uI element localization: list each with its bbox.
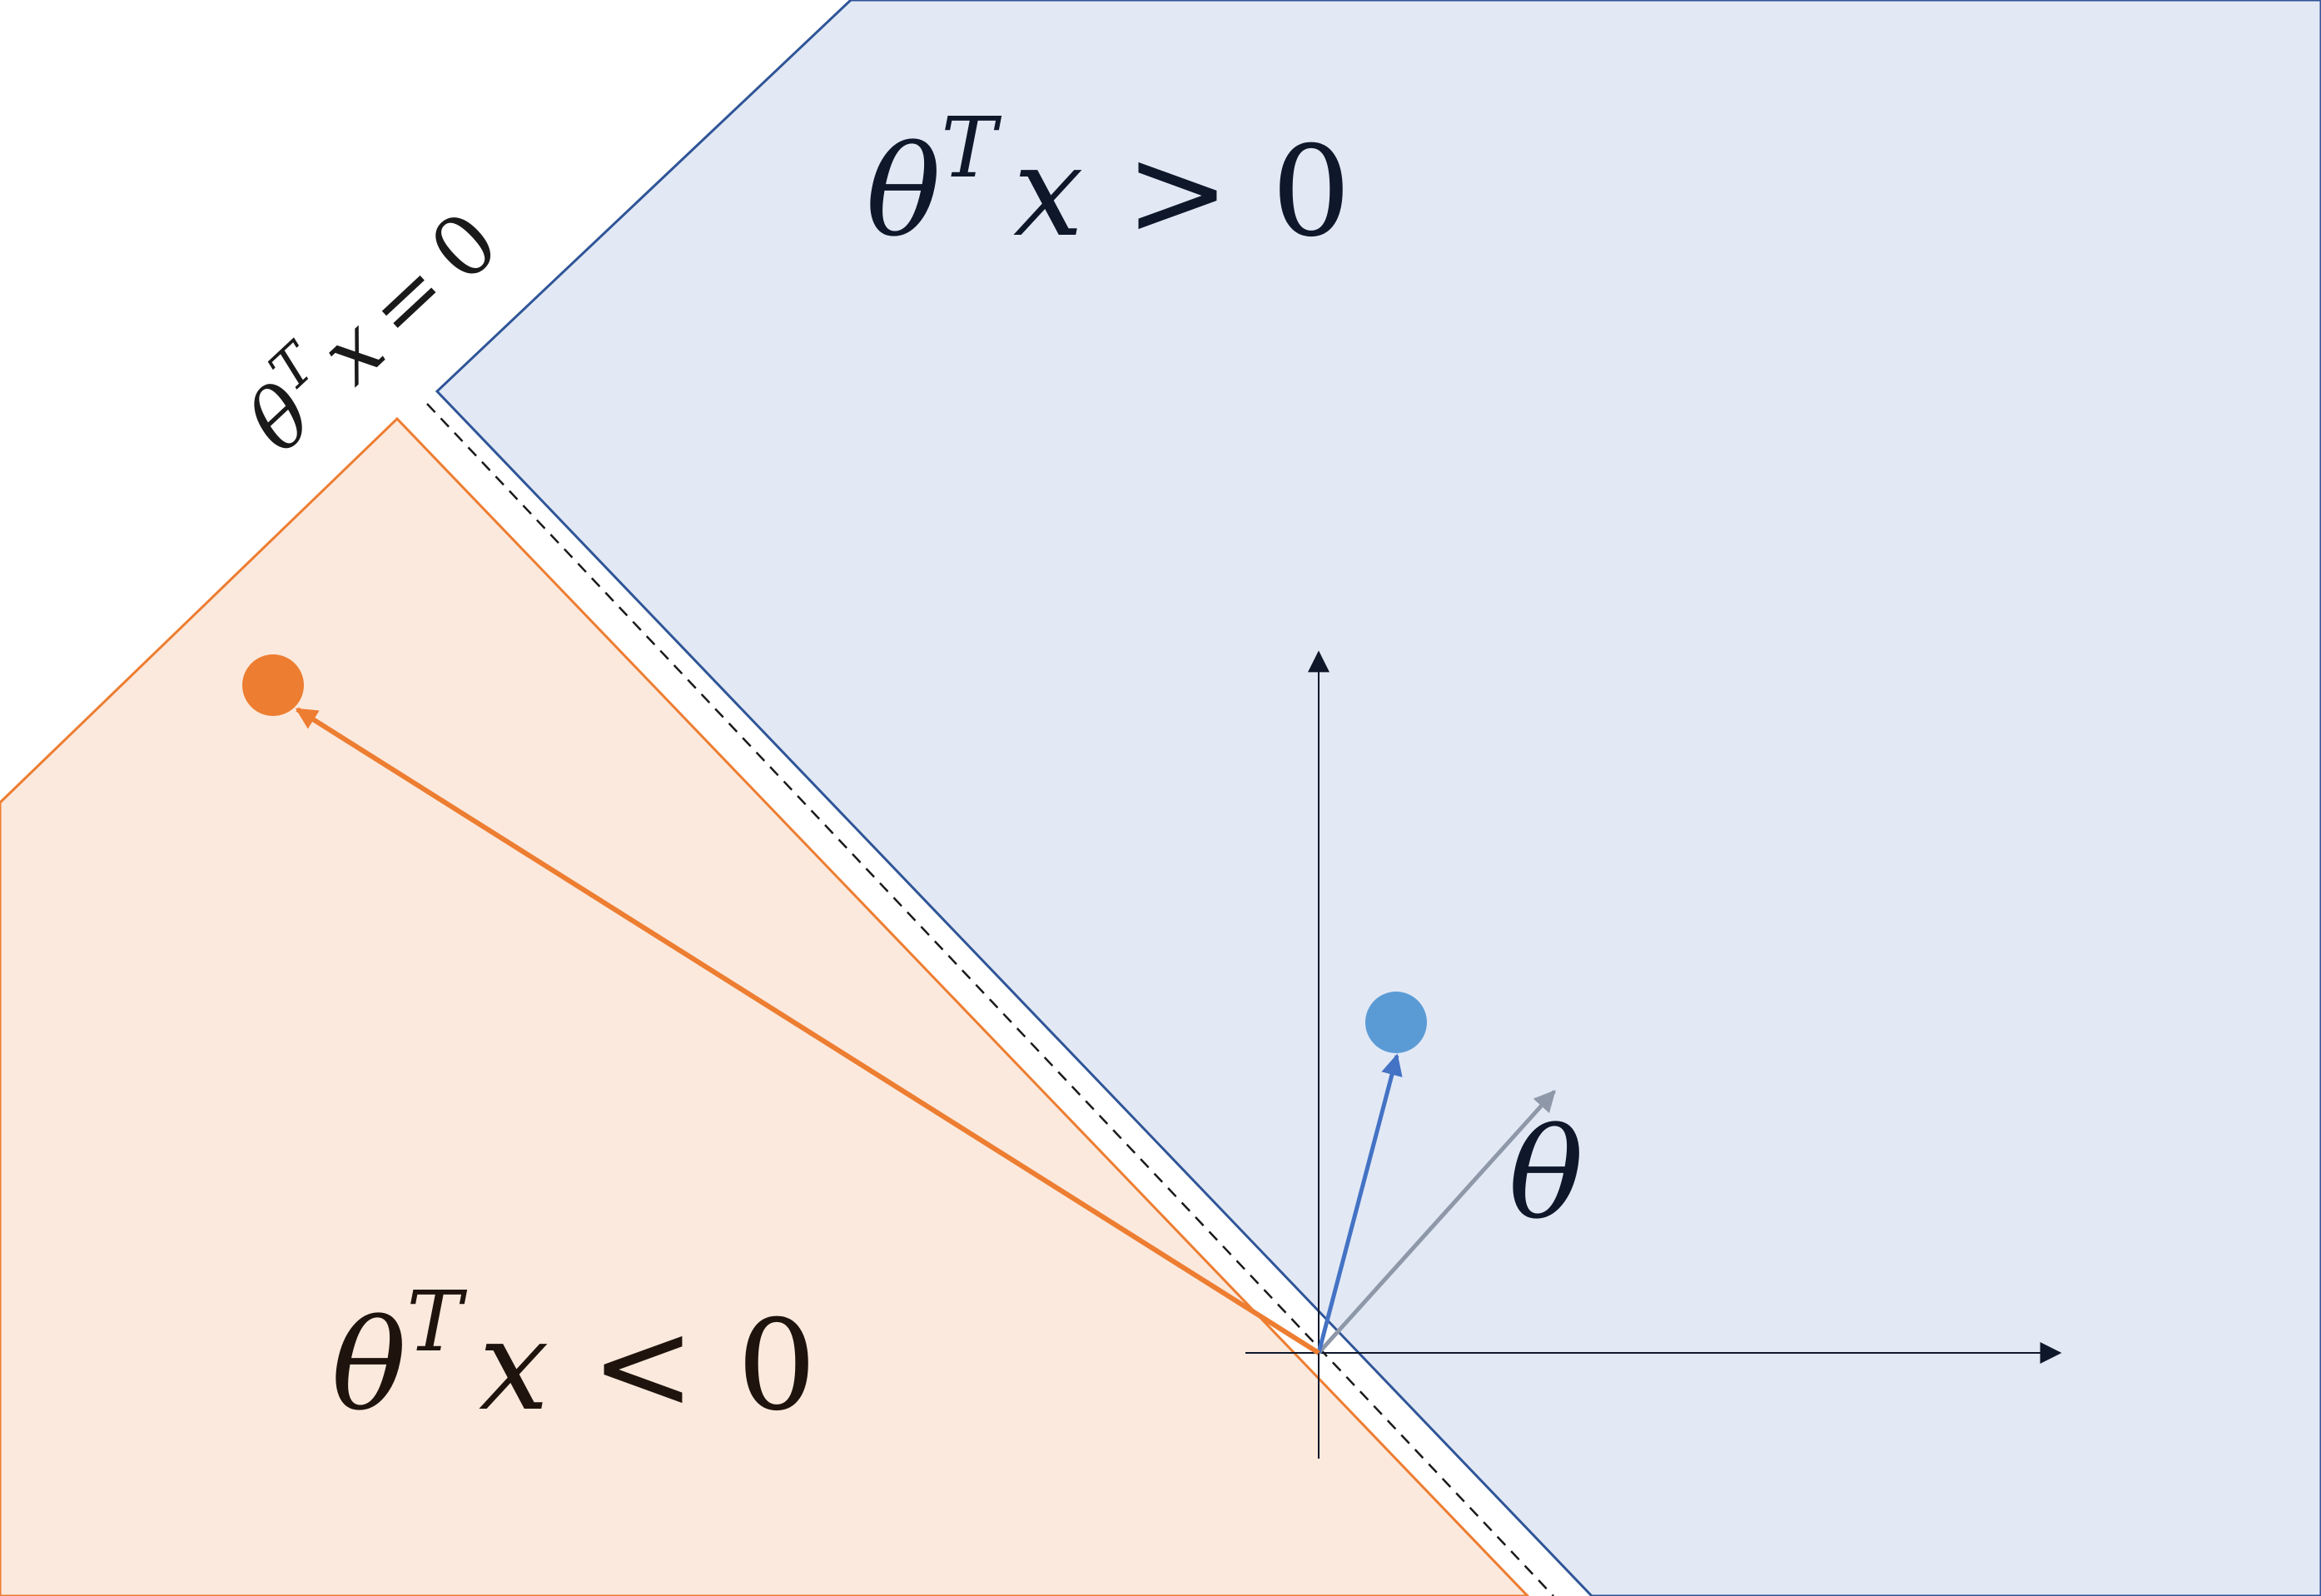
positive-relation: >	[1126, 120, 1230, 265]
theta-vector-label: θ	[1508, 1102, 1583, 1247]
negative-point-vector	[295, 707, 1320, 1355]
theta-vector	[1317, 1090, 1556, 1355]
negative-x: x	[479, 1294, 549, 1439]
negative-relation: <	[591, 1294, 696, 1439]
negative-theta: θ	[331, 1294, 406, 1439]
negative-superscript: T	[406, 1273, 467, 1370]
positive-zero: 0	[1271, 120, 1350, 265]
negative-zero: 0	[737, 1294, 816, 1439]
positive-superscript: T	[941, 99, 1001, 196]
positive-point-vector	[1316, 1053, 1403, 1354]
negative-point	[242, 654, 304, 716]
negative-region	[0, 416, 1530, 1596]
positive-region	[435, 0, 2321, 1596]
positive-theta: θ	[866, 120, 941, 265]
positive-x: x	[1013, 120, 1084, 265]
positive-point	[1365, 992, 1427, 1053]
decision-boundary-line	[426, 403, 1554, 1596]
